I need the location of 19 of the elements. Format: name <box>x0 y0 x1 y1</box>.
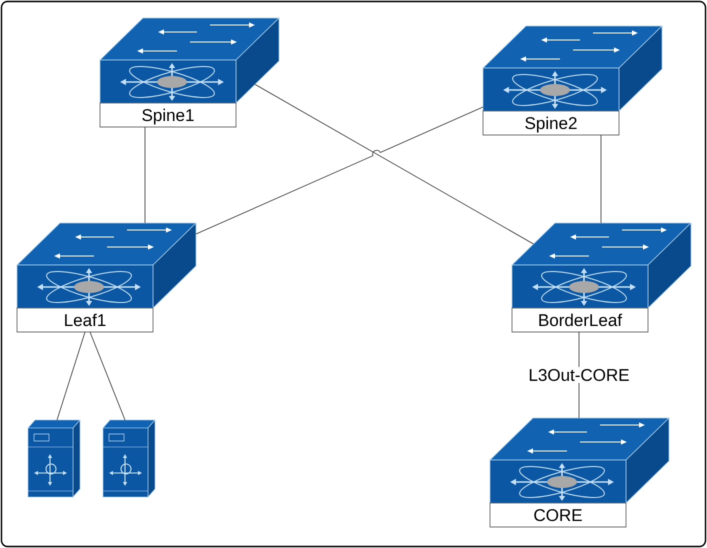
network-switch: Leaf1 <box>16 222 196 332</box>
network-switch: Spine1 <box>100 18 280 128</box>
connector-line <box>196 106 484 234</box>
node-label: CORE <box>534 509 582 522</box>
server-icon <box>28 420 80 498</box>
connector-line <box>600 134 602 224</box>
connector-line <box>90 332 126 420</box>
network-switch: CORE <box>490 418 670 528</box>
node-label: Spine2 <box>525 116 577 133</box>
node-label: Spine1 <box>142 108 194 125</box>
node-label: Leaf1 <box>65 314 106 326</box>
edge-label: L3Out-CORE <box>526 366 632 383</box>
network-switch: BorderLeaf <box>512 222 692 332</box>
node-label: BorderLeaf <box>539 314 622 326</box>
network-switch: Spine2 <box>482 26 662 136</box>
server-icon <box>102 420 156 498</box>
connector-line <box>56 332 86 420</box>
connector-line <box>254 84 534 244</box>
connector-line <box>144 126 146 224</box>
